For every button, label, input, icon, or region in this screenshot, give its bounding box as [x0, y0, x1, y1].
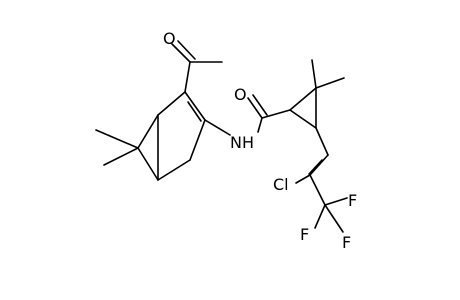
bond-cp2-a-b: [289, 87, 317, 111]
bond-amide-co-1: [247, 97, 263, 119]
bond-cp-c1-c3: [137, 147, 159, 181]
bond-carbonyl-cp2: [261, 109, 291, 119]
bond-cf3-f-left: [314, 204, 326, 229]
bond-acetyl-co-1: [171, 43, 191, 63]
fluorine-bottom-label: F: [342, 233, 351, 252]
bond-cf3-f-top: [324, 197, 348, 206]
bond-gem-methyl-1: [95, 129, 139, 149]
bond-acetyl-c: [184, 61, 191, 93]
bond-cf3-f-bottom: [324, 204, 344, 233]
bond-ring-c6-c3: [157, 159, 191, 181]
bond-cp2-vinyl: [315, 127, 329, 156]
bond-ring-c2-c4: [157, 91, 186, 116]
fluorine-top-label: F: [348, 191, 357, 210]
bond-gem-methyl-2: [103, 147, 139, 166]
bond-c5-n: [204, 119, 231, 136]
bond-cp2-methyl-2: [315, 77, 345, 89]
bond-ring-c4-c5-double-inner: [187, 101, 202, 122]
bond-ring-c4-c5-double: [184, 91, 206, 121]
oxygen-amide-label: O: [234, 85, 247, 104]
oxygen-ketone-label: O: [163, 29, 176, 48]
bond-cp-c1-c2: [137, 114, 159, 149]
bond-cp2-methyl-1: [311, 59, 317, 89]
chlorine-label: Cl: [273, 175, 289, 194]
bond-vinyl-cf3: [309, 174, 326, 206]
bond-ring-c5-c6: [189, 119, 206, 161]
bond-vinyl-double-inner: [308, 159, 323, 175]
nitrogen-amide-label: NH: [230, 133, 254, 152]
bond-acetyl-co-2: [177, 40, 196, 60]
bond-n-carbonyl: [257, 117, 263, 133]
bond-amide-co-2: [252, 94, 268, 116]
bond-cp2-c-a: [289, 109, 317, 129]
bond-vinyl-cl: [295, 174, 311, 184]
fluorine-left-label: F: [300, 225, 309, 244]
bond-vinyl-double: [309, 154, 329, 176]
